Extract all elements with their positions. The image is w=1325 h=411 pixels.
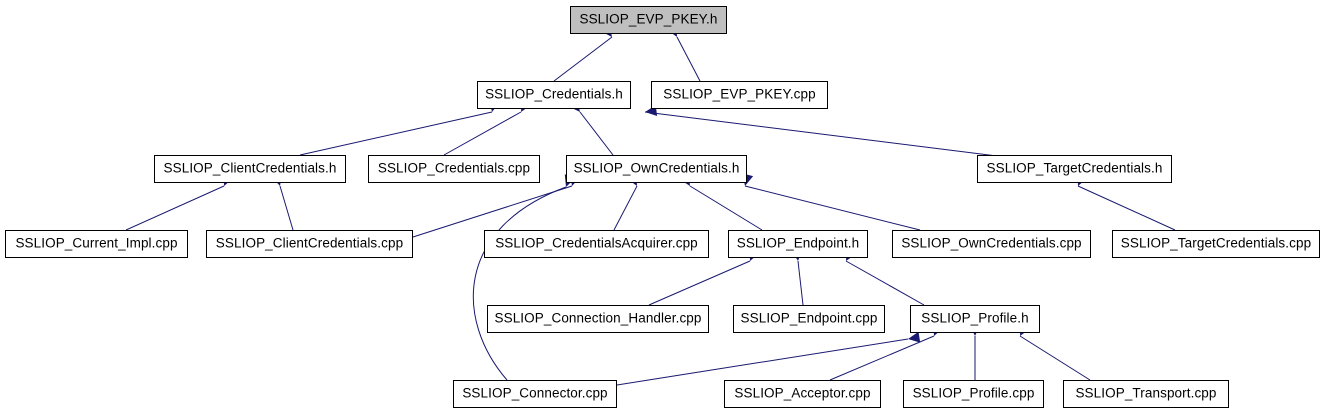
graph-node-credentialsacq-cpp[interactable]: SSLIOP_CredentialsAcquirer.cpp (484, 230, 709, 258)
graph-node-evp-pkey-cpp[interactable]: SSLIOP_EVP_PKEY.cpp (651, 81, 828, 109)
graph-node-label: SSLIOP_Connection_Handler.cpp (494, 310, 702, 326)
graph-node-label: SSLIOP_TargetCredentials.cpp (1120, 235, 1312, 251)
graph-node-targetcredentials-cpp[interactable]: SSLIOP_TargetCredentials.cpp (1112, 230, 1320, 258)
graph-node-label: SSLIOP_Current_Impl.cpp (15, 235, 178, 251)
graph-node-owncredentials-h[interactable]: SSLIOP_OwnCredentials.h (566, 155, 747, 183)
graph-node-profile-h[interactable]: SSLIOP_Profile.h (910, 305, 1040, 333)
graph-node-label: SSLIOP_ClientCredentials.h (163, 160, 337, 176)
graph-node-label: SSLIOP_Profile.cpp (912, 385, 1035, 401)
graph-node-targetcredentials-h[interactable]: SSLIOP_TargetCredentials.h (977, 155, 1172, 183)
graph-node-label: SSLIOP_Endpoint.h (736, 235, 860, 251)
graph-node-label: SSLIOP_OwnCredentials.cpp (901, 235, 1082, 251)
graph-node-clientcredentials-h[interactable]: SSLIOP_ClientCredentials.h (154, 155, 346, 183)
graph-node-credentials-cpp[interactable]: SSLIOP_Credentials.cpp (368, 155, 540, 183)
graph-node-current-impl-cpp[interactable]: SSLIOP_Current_Impl.cpp (5, 230, 188, 258)
graph-node-endpoint-h[interactable]: SSLIOP_Endpoint.h (728, 230, 868, 258)
graph-node-owncredentials-cpp[interactable]: SSLIOP_OwnCredentials.cpp (892, 230, 1091, 258)
graph-node-label: SSLIOP_OwnCredentials.h (573, 160, 740, 176)
graph-node-acceptor-cpp[interactable]: SSLIOP_Acceptor.cpp (724, 380, 881, 408)
graph-node-evp-pkey-h[interactable]: SSLIOP_EVP_PKEY.h (570, 6, 727, 34)
graph-node-label: SSLIOP_EVP_PKEY.h (579, 11, 718, 27)
graph-node-label: SSLIOP_TargetCredentials.h (986, 160, 1163, 176)
graph-node-label: SSLIOP_Credentials.h (485, 86, 623, 102)
graph-node-connector-cpp[interactable]: SSLIOP_Connector.cpp (453, 380, 617, 408)
graph-node-profile-cpp[interactable]: SSLIOP_Profile.cpp (903, 380, 1044, 408)
graph-node-clientcredentials-cpp[interactable]: SSLIOP_ClientCredentials.cpp (206, 230, 413, 258)
graph-node-label: SSLIOP_EVP_PKEY.cpp (663, 86, 816, 102)
graph-node-credentials-h[interactable]: SSLIOP_Credentials.h (477, 81, 631, 109)
graph-node-label: SSLIOP_Transport.cpp (1075, 385, 1217, 401)
graph-node-connection-handler-cpp[interactable]: SSLIOP_Connection_Handler.cpp (487, 305, 709, 333)
graph-node-label: SSLIOP_Endpoint.cpp (740, 310, 878, 326)
graph-node-label: SSLIOP_ClientCredentials.cpp (215, 235, 404, 251)
graph-node-label: SSLIOP_CredentialsAcquirer.cpp (495, 235, 698, 251)
graph-node-transport-cpp[interactable]: SSLIOP_Transport.cpp (1063, 380, 1229, 408)
graph-node-endpoint-cpp[interactable]: SSLIOP_Endpoint.cpp (733, 305, 885, 333)
graph-node-label: SSLIOP_Credentials.cpp (377, 160, 531, 176)
graph-node-label: SSLIOP_Profile.h (921, 310, 1029, 326)
graph-node-label: SSLIOP_Connector.cpp (462, 385, 608, 401)
graph-node-label: SSLIOP_Acceptor.cpp (734, 385, 871, 401)
